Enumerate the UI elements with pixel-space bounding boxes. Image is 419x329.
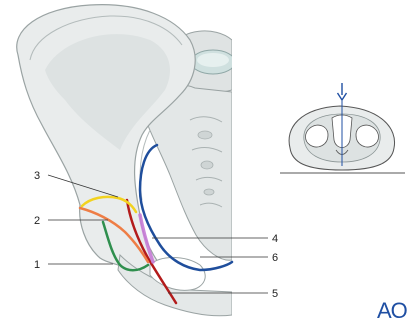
label-4: 4 — [272, 233, 278, 245]
label-6: 6 — [272, 252, 278, 264]
view-direction-arrow — [338, 83, 347, 100]
axial-section-inset — [280, 83, 405, 173]
label-3: 3 — [34, 170, 40, 182]
crop-mask — [232, 0, 252, 329]
ao-logo: AO — [377, 298, 408, 323]
label-2: 2 — [34, 215, 40, 227]
label-5: 5 — [272, 288, 278, 300]
label-1: 1 — [34, 259, 40, 271]
